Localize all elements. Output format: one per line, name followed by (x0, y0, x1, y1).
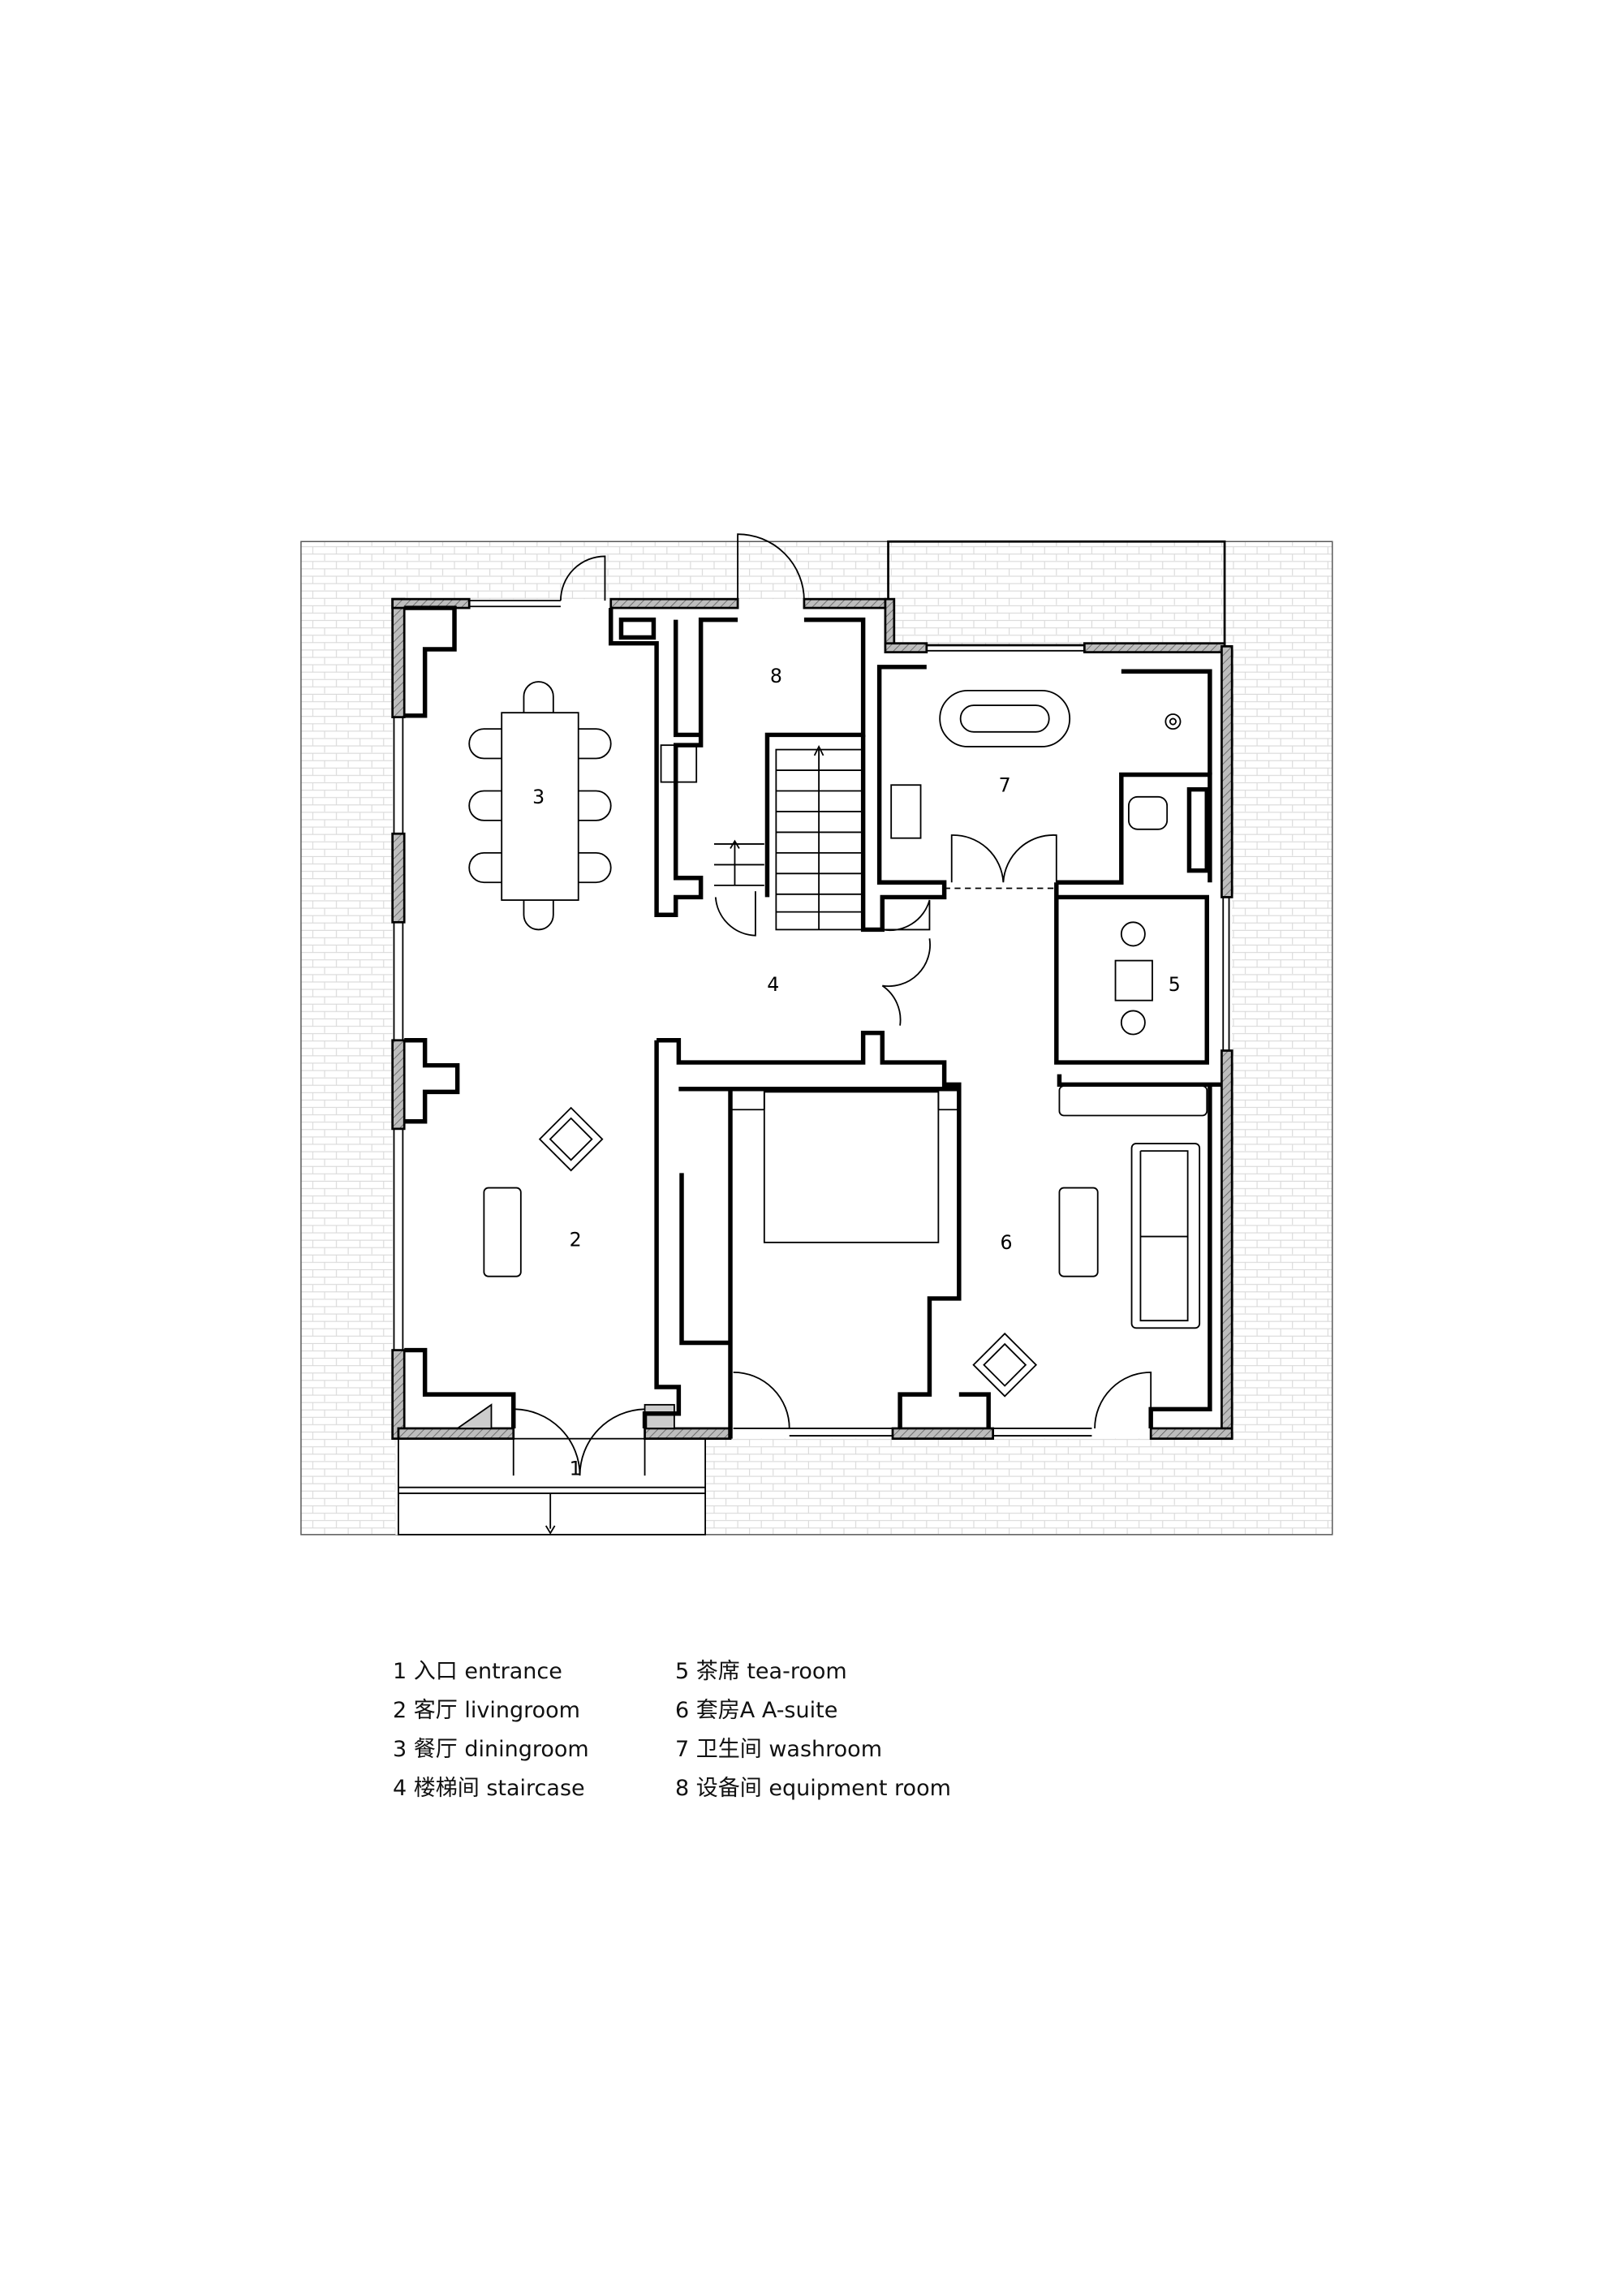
legend-item: 8 设备间 equipment room (675, 1776, 951, 1801)
windows (393, 600, 1230, 1437)
interior-walls (404, 605, 1222, 1439)
doors (512, 533, 1152, 1476)
bathtub (939, 689, 1071, 747)
dining-chairs (468, 681, 612, 931)
building-floor (392, 599, 1233, 1536)
bench (1058, 1085, 1208, 1117)
room-label-2: 2 (570, 1229, 582, 1251)
legend-item: 4 楼梯间 staircase (393, 1776, 585, 1801)
legend-left-column: 1 入口 entrance 2 客厅 livingroom 3 餐厅 dinin… (393, 1652, 589, 1808)
room-label-5: 5 (1169, 973, 1181, 996)
staircase (714, 744, 863, 931)
room-label-8: 8 (770, 665, 782, 687)
legend-right-column: 5 茶席 tea-room 6 套房A A-suite 7 卫生间 washro… (675, 1652, 951, 1808)
legend-item: 5 茶席 tea-room (675, 1659, 847, 1684)
washbasin (890, 784, 922, 839)
legend-item: 2 客厅 livingroom (393, 1698, 580, 1723)
room-label-1: 1 (570, 1457, 582, 1480)
legend-item: 6 套房A A-suite (675, 1698, 838, 1723)
room-label-7: 7 (999, 774, 1011, 797)
living-coffee-table (483, 1187, 522, 1277)
room-label-3: 3 (532, 786, 545, 808)
exterior-walls (391, 597, 1233, 1441)
room-labels: 1 2 3 4 5 6 7 8 (532, 665, 1181, 1480)
room-label-4: 4 (767, 973, 779, 996)
furniture (468, 681, 1208, 1398)
suite-coffee-table (1058, 1187, 1099, 1277)
legend-item: 7 卫生间 washroom (675, 1737, 882, 1762)
tea-table (1114, 959, 1153, 1002)
bed (763, 1091, 940, 1243)
legend-item: 1 入口 entrance (393, 1659, 562, 1684)
dining-table (501, 712, 579, 901)
toilet (1127, 795, 1169, 830)
legend-item: 3 餐厅 diningroom (393, 1737, 589, 1762)
room-label-6: 6 (1000, 1231, 1012, 1254)
